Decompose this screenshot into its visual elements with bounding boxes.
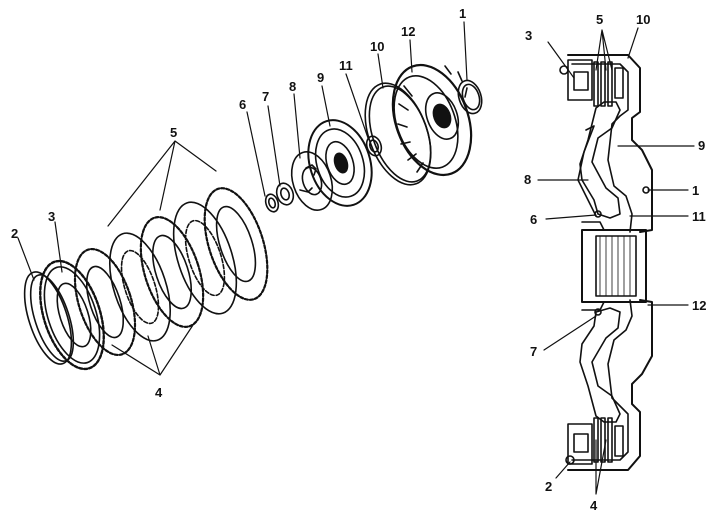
small-ring xyxy=(264,193,280,213)
callout-1: 1 xyxy=(459,6,466,21)
exploded-view: 2 3 5 4 6 7 8 9 11 10 12 1 xyxy=(11,6,483,400)
spring-plate-section xyxy=(577,125,597,217)
retainer-plate xyxy=(39,259,105,371)
callout-9: 9 xyxy=(317,70,324,85)
bearing xyxy=(275,182,295,206)
callout-2: 2 xyxy=(11,226,18,241)
callout-10: 10 xyxy=(370,39,384,54)
section-callout-11: 11 xyxy=(692,209,706,224)
callout-8: 8 xyxy=(289,79,296,94)
drum-inner-contour-lower xyxy=(571,299,633,461)
section-callout-8: 8 xyxy=(524,172,531,187)
piston-section-lower xyxy=(579,307,621,423)
upper-clutch-pack xyxy=(559,59,624,107)
section-callout-3: 3 xyxy=(525,28,532,43)
section-callout-7: 7 xyxy=(530,344,537,359)
section-callout-9: 9 xyxy=(698,138,705,153)
callout-4: 4 xyxy=(155,385,163,400)
seal-dot-7 xyxy=(594,308,602,316)
drum-seal-ring xyxy=(457,79,483,115)
section-callouts: 3 5 10 9 8 1 6 11 12 7 2 4 xyxy=(524,12,706,513)
section-callout-6: 6 xyxy=(530,212,537,227)
section-callout-12: 12 xyxy=(692,298,706,313)
exploded-leaders xyxy=(17,21,468,376)
section-callout-1: 1 xyxy=(692,183,699,198)
section-leaders xyxy=(537,27,695,495)
section-callout-5: 5 xyxy=(596,12,603,27)
drum-inner-contour xyxy=(571,63,633,233)
section-callout-10: 10 xyxy=(636,12,650,27)
callout-6: 6 xyxy=(239,97,246,112)
hub-section xyxy=(581,221,647,311)
callout-7: 7 xyxy=(262,89,269,104)
callout-3: 3 xyxy=(48,209,55,224)
drum-outer-contour-lower xyxy=(567,299,653,471)
clutch-drum xyxy=(391,63,473,177)
spring-plate xyxy=(290,151,334,211)
seal-dot-6 xyxy=(594,210,602,218)
section-callout-2: 2 xyxy=(545,479,552,494)
drum-outer-contour xyxy=(567,54,653,233)
clutch-disc-stack xyxy=(73,187,269,357)
callout-5: 5 xyxy=(170,125,177,140)
section-callout-4: 4 xyxy=(590,498,598,513)
section-view: 3 5 10 9 8 1 6 11 12 7 2 4 xyxy=(524,12,706,513)
callout-12: 12 xyxy=(401,24,415,39)
piston xyxy=(307,119,373,207)
callout-11: 11 xyxy=(339,58,353,73)
lower-clutch-pack xyxy=(565,417,624,465)
piston-section xyxy=(579,101,621,219)
exploded-callouts: 2 3 5 4 6 7 8 9 11 10 12 1 xyxy=(11,6,466,400)
small-seal xyxy=(365,135,383,157)
